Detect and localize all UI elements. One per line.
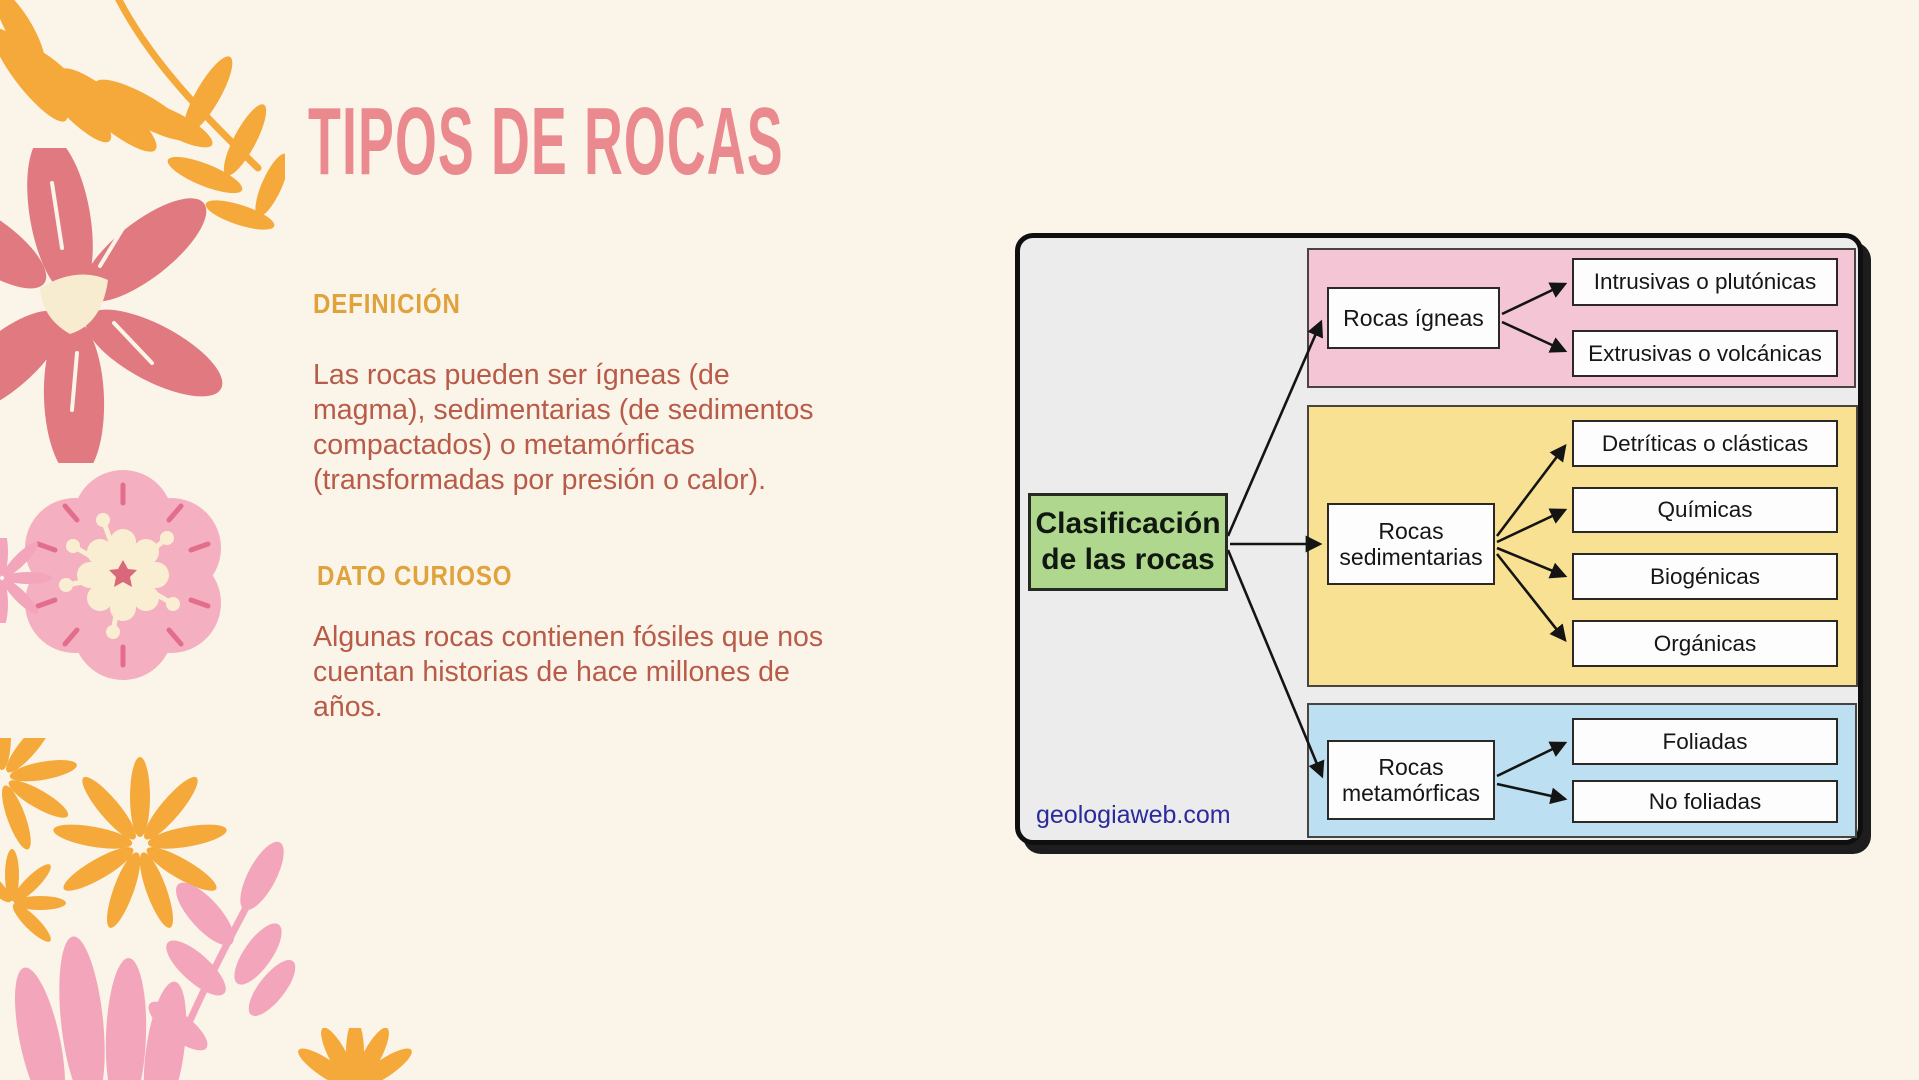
- small-pink-daisy-decoration: [0, 538, 52, 623]
- extrusive-box: Extrusivas o volcánicas: [1572, 330, 1838, 377]
- igneous-box: Rocas ígneas: [1327, 287, 1500, 349]
- diagram-arrows: [1226, 282, 1568, 805]
- foliated-box: Foliadas: [1572, 718, 1838, 765]
- definition-heading: DEFINICIÓN: [313, 288, 461, 319]
- biogenic-box: Biogénicas: [1572, 553, 1838, 600]
- sedimentary-box: Rocas sedimentarias: [1327, 503, 1495, 585]
- definition-body: Las rocas pueden ser ígneas (de magma), …: [313, 359, 814, 496]
- pink-blossom-decoration: [25, 470, 221, 680]
- rock-classification-diagram: Clasificación de las rocas Rocas ígneas …: [1015, 233, 1863, 845]
- diagram-watermark: geologiaweb.com: [1036, 801, 1231, 829]
- orange-branch-decoration: [0, 0, 285, 230]
- blossom-center-star: [109, 560, 137, 587]
- metamorphic-box: Rocas metamórficas: [1327, 740, 1495, 820]
- bottom-orange-daisy-decoration: [298, 1028, 412, 1080]
- page-title: TIPOS DE ROCAS: [308, 88, 784, 195]
- chemical-box: Químicas: [1572, 487, 1838, 533]
- fun-fact-body: Algunas rocas contienen fósiles que nos …: [313, 621, 824, 723]
- coral-flower-decoration: [0, 148, 223, 463]
- non-foliated-box: No foliadas: [1572, 780, 1838, 823]
- orange-daisies-decoration: [0, 738, 227, 942]
- fun-fact-heading: DATO CURIOSO: [317, 560, 513, 591]
- organic-box: Orgánicas: [1572, 620, 1838, 667]
- intrusive-box: Intrusivas o plutónicas: [1572, 258, 1838, 306]
- diagram-root-box: Clasificación de las rocas: [1028, 493, 1228, 591]
- detrital-box: Detríticas o clásticas: [1572, 420, 1838, 467]
- pink-leaves-decoration: [14, 841, 296, 1080]
